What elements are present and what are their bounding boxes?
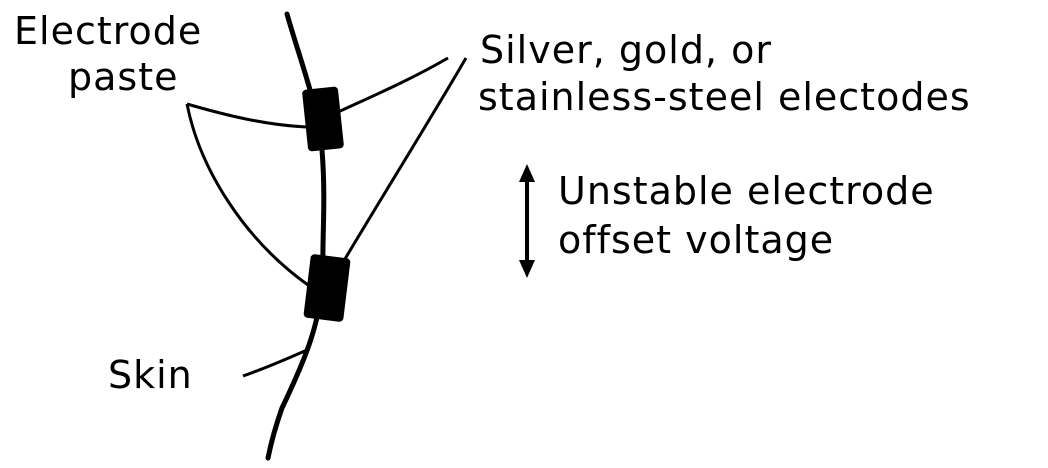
upper-electrode [302, 86, 344, 152]
offset-voltage-label-line2: offset voltage [558, 218, 834, 262]
double-headed-vertical-arrow-icon [519, 164, 535, 278]
electrodes-label-line1: Silver, gold, or [480, 28, 772, 72]
offset-voltage-label-line1: Unstable electrode [558, 169, 935, 213]
electrode-paste-label-line2: paste [68, 55, 178, 99]
skin-curve [265, 11, 327, 461]
electrode-paste-leader-upper [186, 102, 307, 129]
skin-leader [242, 348, 308, 378]
electrodes-label-line2: stainless-steel electodes [478, 75, 971, 119]
skin-label: Skin [108, 353, 193, 397]
lower-electrode [303, 254, 351, 322]
electrode-paste-label-line1: Electrode [14, 9, 202, 53]
electrodes-leader-upper [337, 56, 449, 114]
electrode-paste-leader-lower [185, 103, 309, 287]
electrodes-leader-lower [340, 57, 468, 265]
